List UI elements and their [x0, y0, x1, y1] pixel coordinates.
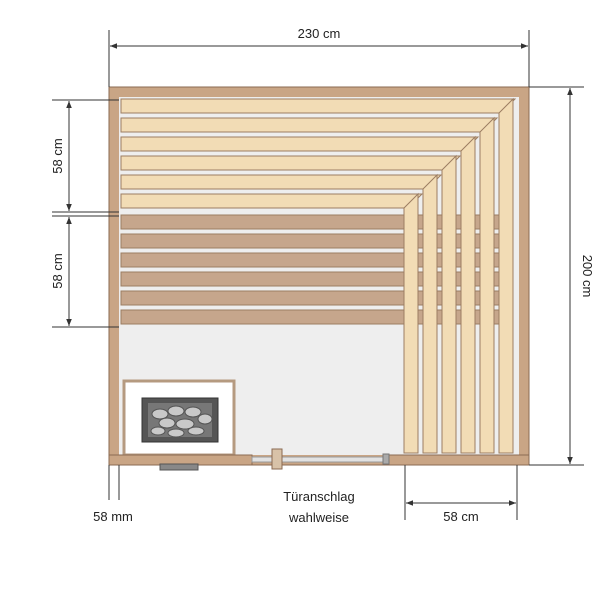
door-note-line2: wahlweise	[288, 510, 349, 525]
side-bench-slat	[441, 154, 457, 454]
dimension-lines	[52, 30, 584, 520]
bench-upper-depth-label: 58 cm	[50, 138, 65, 173]
front-wall-right	[385, 454, 530, 466]
sauna-heater-icon	[122, 379, 236, 457]
side-bench-slat	[422, 173, 438, 454]
upper-bench-slat	[120, 136, 480, 152]
upper-bench-slat	[120, 117, 499, 133]
height-label: 200 cm	[580, 255, 595, 298]
upper-bench-slat	[120, 174, 443, 190]
wall-thickness-label: 58 mm	[93, 509, 133, 524]
upper-bench-slat	[120, 98, 517, 114]
heater-stones-icon	[150, 405, 213, 438]
side-bench	[403, 97, 514, 454]
door-note-line1: Türanschlag	[283, 489, 355, 504]
upper-bench-slat	[120, 155, 462, 171]
width-label: 230 cm	[298, 26, 341, 41]
glass-door-icon	[251, 448, 390, 470]
vent-grille	[159, 463, 199, 471]
side-bench-slat	[403, 192, 419, 454]
bench-lower-depth-label: 58 cm	[50, 253, 65, 288]
side-bench-slat	[479, 116, 495, 454]
side-bench-depth-label: 58 cm	[443, 509, 478, 524]
side-bench-slat	[498, 97, 514, 454]
side-bench-slat	[460, 135, 476, 454]
upper-bench-slat	[120, 193, 424, 209]
